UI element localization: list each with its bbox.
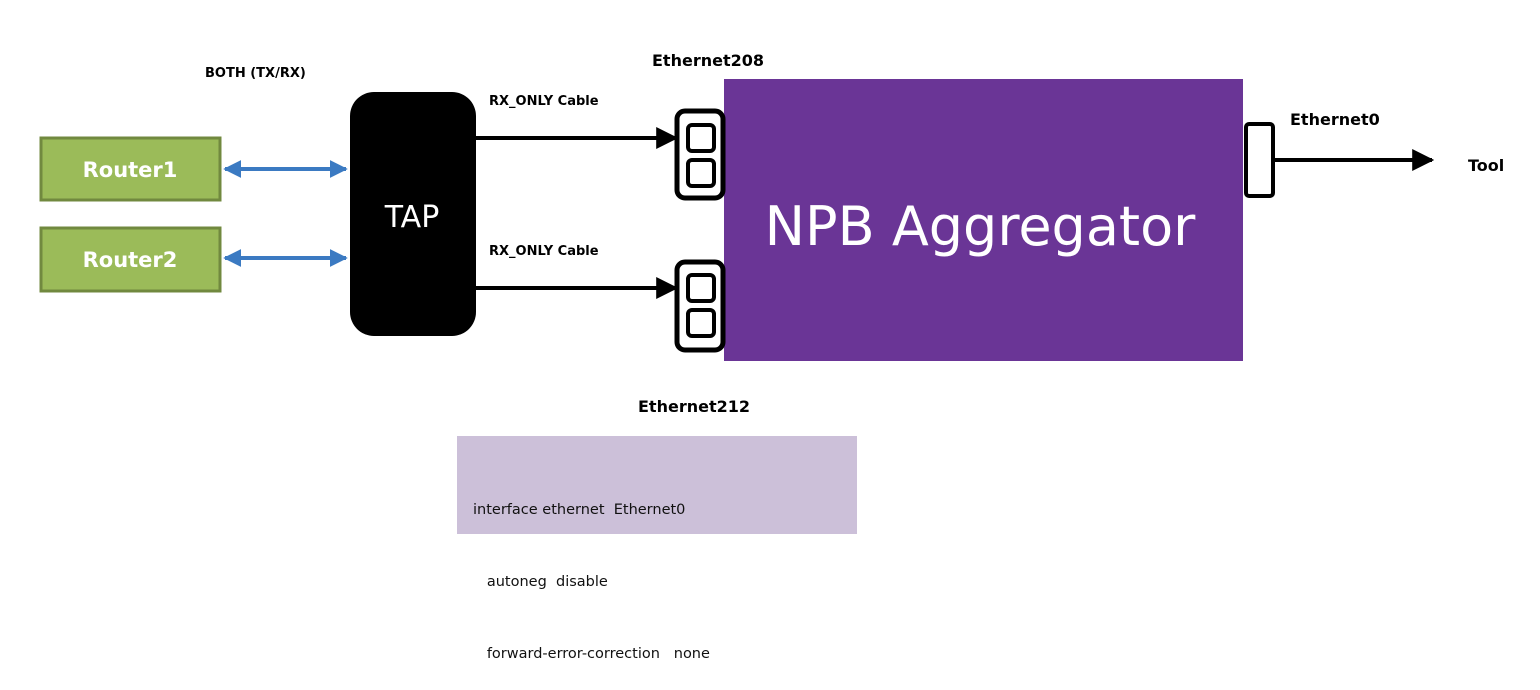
config-line: interface ethernet Ethernet0 bbox=[473, 502, 686, 518]
rx-only-cable-top-label: RX_ONLY Cable bbox=[489, 94, 599, 109]
ethernet0-port bbox=[1244, 122, 1275, 198]
tap-node: TAP bbox=[350, 92, 476, 336]
config-line: autoneg disable bbox=[473, 574, 608, 590]
router2-node: Router2 bbox=[39, 226, 222, 293]
both-tx-rx-label: BOTH (TX/RX) bbox=[205, 66, 306, 81]
network-diagram: Router1 Router2 TAP NPB Aggregator BOTH … bbox=[39, 51, 1504, 416]
npb-aggregator-node: NPB Aggregator bbox=[724, 79, 1243, 361]
rx-only-cable-bottom-label: RX_ONLY Cable bbox=[489, 244, 599, 259]
ethernet208-label: Ethernet208 bbox=[652, 51, 764, 70]
interface-config-box: interface ethernet Ethernet0 autoneg dis… bbox=[457, 436, 857, 662]
ethernet208-port bbox=[674, 108, 726, 201]
router2-label: Router2 bbox=[83, 248, 178, 272]
ethernet212-label: Ethernet212 bbox=[638, 397, 750, 416]
config-line: forward-error-correction none bbox=[473, 646, 710, 662]
ethernet0-label: Ethernet0 bbox=[1290, 110, 1380, 129]
tool-label: Tool bbox=[1468, 156, 1504, 175]
ethernet212-port bbox=[674, 259, 726, 353]
tap-label: TAP bbox=[384, 200, 440, 235]
router1-label: Router1 bbox=[83, 158, 178, 182]
router1-node: Router1 bbox=[39, 136, 222, 202]
npb-aggregator-label: NPB Aggregator bbox=[765, 195, 1196, 258]
